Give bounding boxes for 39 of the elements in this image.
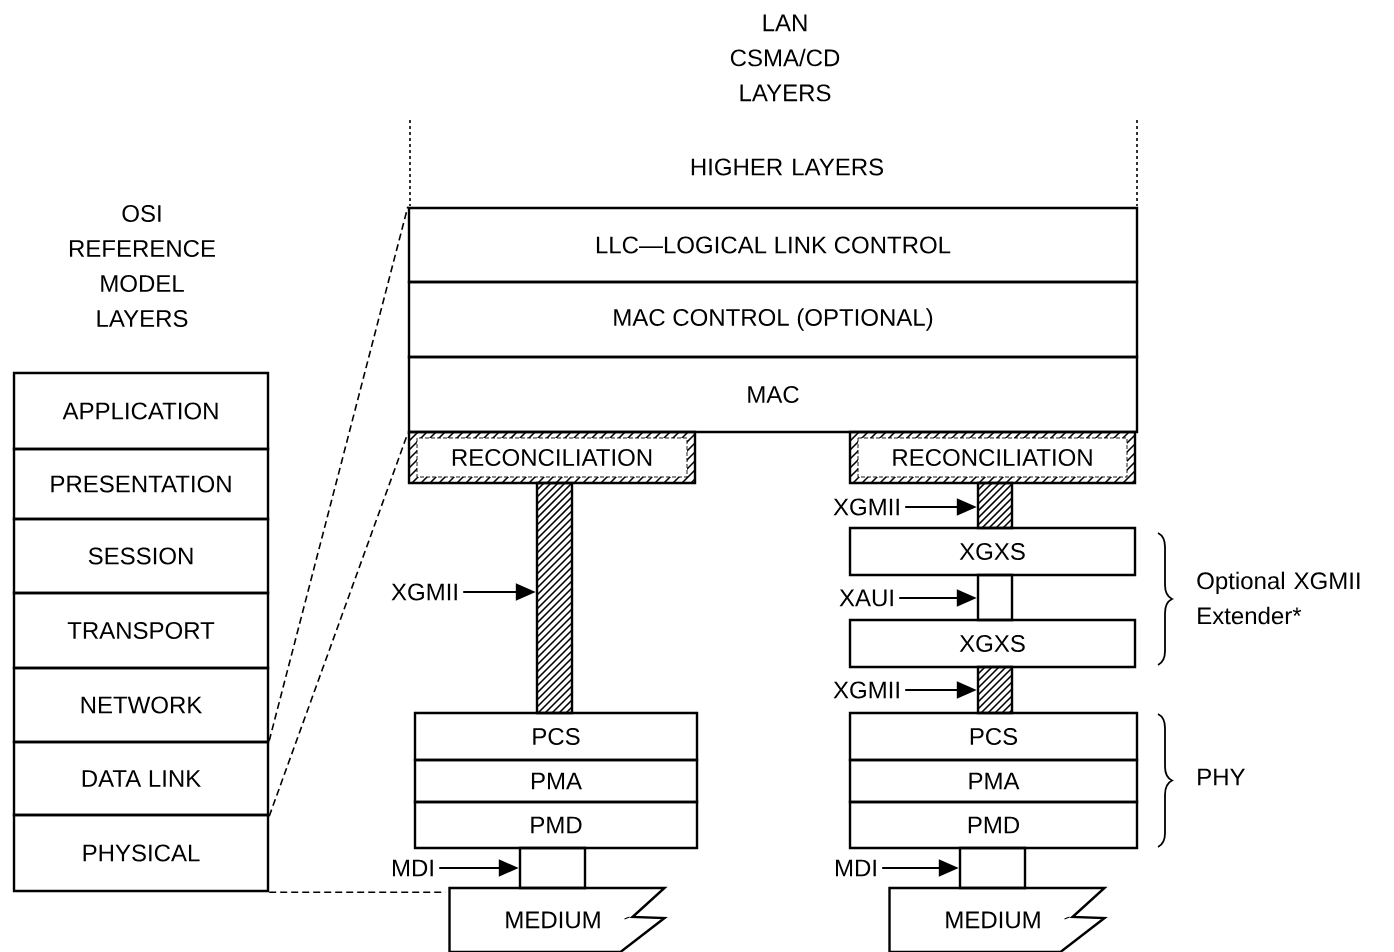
layer-heading: HIGHER LAYERS	[691, 158, 884, 176]
brace-label: Optional XGMII Extender*	[1197, 571, 1360, 625]
interface-label: XGMII	[391, 583, 457, 601]
hatched-bar	[535, 481, 574, 715]
interface-label: XGMII	[833, 498, 899, 516]
extender-box: XGXS	[848, 618, 1137, 669]
hatched-bar	[976, 665, 1014, 715]
interface-label: MDI	[393, 859, 433, 877]
layer-box: SESSION	[12, 517, 270, 595]
mapping-line	[268, 432, 409, 817]
reconciliation-box: RECONCILIATION	[407, 430, 697, 485]
link-bar	[976, 573, 1014, 622]
layer-box: PRESENTATION	[12, 447, 270, 521]
brace-label: PHY	[1198, 768, 1245, 786]
layer-heading: OSI REFERENCE MODEL LAYERS	[70, 205, 215, 327]
extender-box: XGXS	[848, 526, 1137, 577]
interface-label: XAUI	[839, 589, 893, 607]
interface-label: MDI	[836, 859, 876, 877]
sublayer-box: PCS	[413, 711, 699, 762]
sublayer-box: PMD	[413, 800, 699, 850]
layer-heading: LAN CSMA/CD LAYERS	[730, 14, 840, 102]
connector-box	[958, 846, 1027, 890]
sublayer-box: PMA	[413, 758, 699, 804]
hatched-bar	[976, 481, 1014, 530]
sublayer-box: PMA	[848, 758, 1139, 804]
layer-box: LLC—LOGICAL LINK CONTROL	[407, 206, 1139, 284]
reconciliation-box: RECONCILIATION	[848, 430, 1137, 485]
sublayer-box: PMD	[848, 800, 1139, 850]
layer-box: NETWORK	[12, 666, 270, 744]
sublayer-box: PCS	[848, 711, 1139, 762]
layer-box: TRANSPORT	[12, 591, 270, 670]
interface-label: XGMII	[833, 681, 899, 699]
layer-box: MAC	[407, 355, 1139, 434]
mapping-line	[268, 206, 409, 742]
layer-box: APPLICATION	[12, 371, 270, 451]
layer-box: DATA LINK	[12, 740, 270, 817]
layer-box: PHYSICAL	[12, 813, 270, 893]
connector-box	[518, 846, 587, 890]
layer-box: MAC CONTROL (OPTIONAL)	[407, 280, 1139, 359]
